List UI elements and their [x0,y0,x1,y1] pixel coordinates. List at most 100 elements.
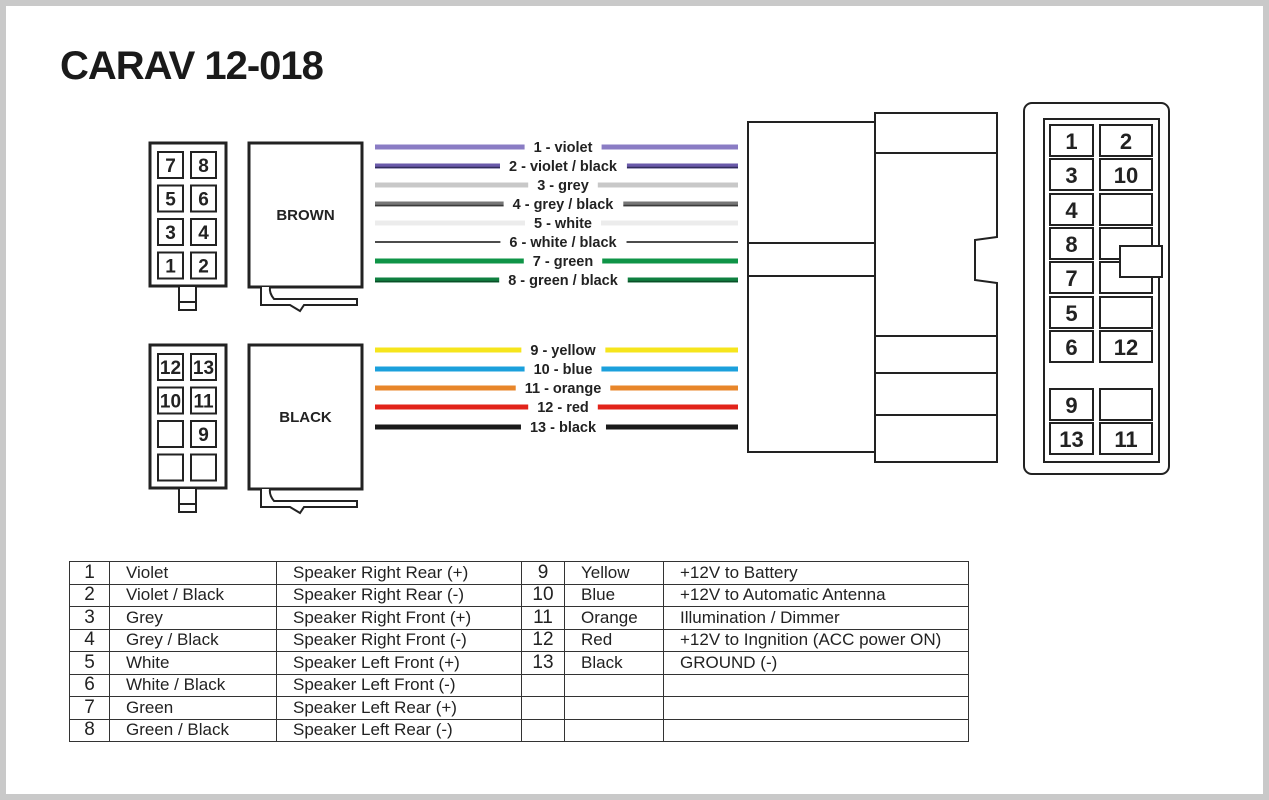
wire: 12 - red [375,398,738,416]
wire-color-cell: Red [564,628,664,652]
pin-number: 11 [1114,427,1137,452]
pin-cell [1099,193,1153,226]
wire-color-cell [564,718,664,742]
pin-number-cell: 6 [69,673,110,697]
wire-color-cell [564,696,664,720]
pin-cell [157,353,184,381]
pin-number: 3 [1065,163,1077,188]
pin-number: 6 [198,190,209,211]
pin-number: 2 [198,257,209,278]
pin-number: 7 [1065,266,1077,291]
pin-number: 3 [165,223,176,244]
pin-number-cell: 10 [521,583,565,607]
pin-cell [157,251,184,280]
wire-label: 12 - red [537,400,589,416]
function-cell: Illumination / Dimmer [663,606,969,630]
wire-color-cell: Violet / Black [109,583,277,607]
wire-label: 8 - green / black [508,273,619,289]
wire-label: 6 - white / black [509,235,617,251]
function-cell: Speaker Left Rear (-) [276,718,522,742]
pin-number: 1 [165,257,176,278]
brown-connector-housing [247,141,364,289]
pin-number: 11 [193,392,214,413]
latch-tab [178,285,197,311]
pin-number-cell: 2 [69,583,110,607]
wire-label: 5 - white [534,216,592,232]
wire-color-cell: Black [564,651,664,675]
pin-cell [157,453,184,482]
wire: 3 - grey [375,176,738,194]
pin-cell [1049,261,1094,294]
pin-number-cell: 5 [69,651,110,675]
wires: 1 - violet 2 - violet / black 3 - grey 4 - … [375,138,738,436]
wire-color-cell: Violet [109,561,277,585]
pin-number: 8 [1065,232,1077,257]
wire-color-cell: White [109,651,277,675]
pin-cell [1099,388,1153,421]
pin-cell [1049,388,1094,421]
pin-cell [190,218,217,246]
wire-label: 4 - grey / black [513,197,615,213]
wire-color-cell: Grey / Black [109,628,277,652]
function-cell: GROUND (-) [663,651,969,675]
wire-label: 3 - grey [537,178,589,194]
page-title: CARAV 12-018 [60,44,324,88]
key-tab [1119,245,1163,278]
wire-label: 9 - yellow [530,343,596,359]
wire-label: 1 - violet [534,140,593,156]
pin-number: 1 [1065,129,1077,154]
latch-tab [178,487,197,513]
function-cell: Speaker Right Rear (-) [276,583,522,607]
pin-number-cell: 4 [69,628,110,652]
pin-cell [1099,330,1153,363]
wire: 7 - green [375,252,738,270]
pin-number: 13 [193,358,214,379]
pin-cell [1049,227,1094,260]
black-connector-housing [247,343,364,491]
wire-color-cell [564,673,664,697]
pin-number-cell: 1 [69,561,110,585]
pin-number: 12 [1114,335,1138,360]
pin-number: 9 [198,425,209,446]
wire: 11 - orange [375,379,738,397]
pin-cell [190,184,217,213]
wire: 10 - blue [375,360,738,378]
wire-color-cell: Green / Black [109,718,277,742]
brown-connector-label: BROWN [276,207,334,224]
clip [260,286,358,313]
pin-number-cell: 13 [521,651,565,675]
pin-cell [190,386,217,415]
wire-color-cell: Orange [564,606,664,630]
pin-number: 7 [165,156,176,177]
function-cell [663,696,969,720]
pin-number: 6 [1065,335,1077,360]
pin-cell [1049,158,1094,191]
wire-color-cell: White / Black [109,673,277,697]
pin-cell [1099,296,1153,329]
function-cell [663,673,969,697]
pin-cell [190,420,217,448]
wire: 2 - violet / black [375,157,738,175]
pin-number: 4 [1065,198,1078,223]
pin-cell [1099,124,1153,157]
pin-number: 5 [1065,301,1077,326]
wire-color-cell: Green [109,696,277,720]
wire-label: 2 - violet / black [509,159,618,175]
wire-color-cell: Grey [109,606,277,630]
function-cell: Speaker Left Rear (+) [276,696,522,720]
wire-color-cell: Yellow [564,561,664,585]
pin-cell [157,184,184,213]
pin-cell [190,453,217,482]
wire-label: 13 - black [530,420,597,436]
pin-number-cell [521,673,565,697]
wire: 8 - green / black [375,271,738,289]
pin-cell [190,151,217,179]
